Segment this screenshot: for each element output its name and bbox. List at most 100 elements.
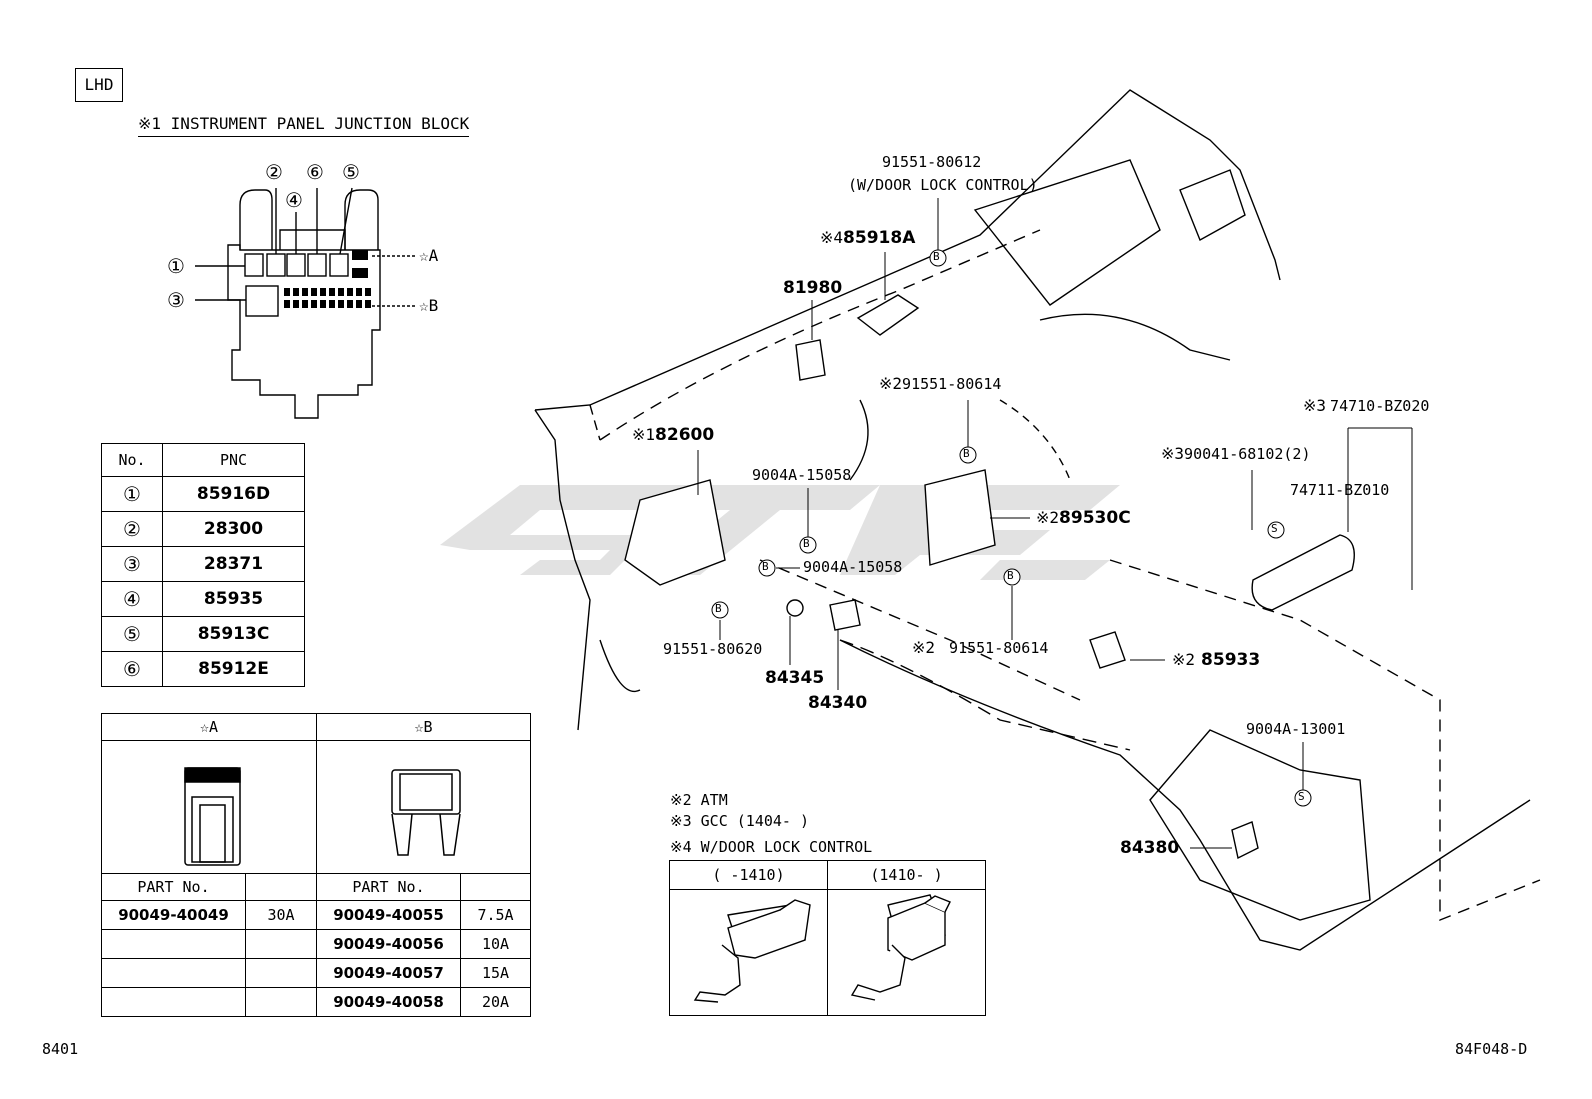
part-no-a: 90049-40049 <box>101 900 246 930</box>
part-number: 89530C <box>1059 508 1131 528</box>
note-mark: ※3 <box>1161 444 1185 463</box>
part-number: 85918A <box>843 228 916 248</box>
row-pnc: 85935 <box>162 581 305 617</box>
junction-block-title: ※1 INSTRUMENT PANEL JUNCTION BLOCK <box>138 114 470 137</box>
row-pnc: 28371 <box>162 546 305 582</box>
note-atm: ※2 ATM <box>670 791 728 809</box>
label-82600: ※182600 <box>632 425 714 445</box>
label-84345: 84345 <box>765 668 825 688</box>
label-9004a-15058-upper: 9004A-15058 <box>752 466 852 484</box>
amp-a <box>245 958 317 988</box>
row-no: ③ <box>101 546 163 582</box>
note-door-lock: ※4 W/DOOR LOCK CONTROL <box>670 838 873 856</box>
variant-image-row <box>669 889 986 1016</box>
lhd-badge: LHD <box>75 68 123 102</box>
label-85918a: ※485918A <box>820 228 915 248</box>
variant-left-header: ( -1410) <box>669 860 828 890</box>
fuse-a-image-cell <box>101 740 317 874</box>
label-85933: ※2 85933 <box>1172 650 1260 670</box>
label-84340: 84340 <box>808 693 868 713</box>
dashboard-drawing <box>534 89 1541 951</box>
note-mark: ※2 <box>1172 650 1196 669</box>
marker-b: B <box>803 537 810 550</box>
marker-b: B <box>762 560 769 573</box>
label-91551-80612: 91551-80612 <box>882 153 982 171</box>
callout-star-b: ☆B <box>419 296 439 315</box>
note-mark: ※2 <box>1036 508 1060 527</box>
label-89530c: ※289530C <box>1036 508 1131 528</box>
part-number: 85933 <box>1201 650 1261 670</box>
column-header-no: No. <box>101 443 163 477</box>
table-row: 90049-40057 15A <box>101 958 531 988</box>
amp-b: 7.5A <box>460 900 531 930</box>
fuse-image-row <box>101 740 531 874</box>
part-no-a <box>101 987 246 1017</box>
marker-circles <box>711 249 1312 807</box>
amp-a: 30A <box>245 900 317 930</box>
footer-page-code: 8401 <box>42 1040 79 1058</box>
variant-table: ( -1410) (1410- ) <box>669 860 986 1016</box>
fuse-header-row: ☆A ☆B <box>101 713 531 741</box>
marker-s: S <box>1271 522 1278 535</box>
column-header-pnc: PNC <box>162 443 305 477</box>
amp-b: 15A <box>460 958 531 988</box>
table-header-row: No. PNC <box>101 443 305 477</box>
note-mark: ※3 <box>1303 396 1327 415</box>
variant-left-image <box>669 889 828 1016</box>
amp-a <box>245 987 317 1017</box>
label-door-lock-control: (W/DOOR LOCK CONTROL) <box>848 176 1038 194</box>
label-91551-80614-upper: ※291551-80614 <box>879 374 1001 393</box>
fuse-a-header: ☆A <box>101 713 317 741</box>
callout-2: ② <box>265 160 283 184</box>
footer-figure-code: 84F048-D <box>1455 1040 1528 1058</box>
label-90041-68102: ※390041-68102(2) <box>1161 444 1310 463</box>
variant-right-header: (1410- ) <box>827 860 986 890</box>
amp-b: 20A <box>460 987 531 1017</box>
marker-s: S <box>1298 790 1305 803</box>
fuse-b-header: ☆B <box>316 713 531 741</box>
part-no-b: 90049-40055 <box>316 900 461 930</box>
note-mark: ※4 <box>820 228 844 247</box>
marker-b: B <box>933 250 940 263</box>
callout-star-a: ☆A <box>419 246 439 265</box>
part-no-b: 90049-40057 <box>316 958 461 988</box>
part-number: 82600 <box>655 425 715 445</box>
label-81980: 81980 <box>783 278 843 298</box>
part-no-b: 90049-40058 <box>316 987 461 1017</box>
junction-block-drawing <box>195 187 415 419</box>
fuse-table: ☆A ☆B PART No. PART No. 90049-40049 30A … <box>101 713 531 1017</box>
leader-lines <box>697 198 1413 849</box>
watermark-logo <box>440 485 1120 580</box>
row-no: ④ <box>101 581 163 617</box>
marker-b: B <box>963 447 970 460</box>
table-header-row: ( -1410) (1410- ) <box>669 860 986 890</box>
part-number: 91551-80614 <box>902 375 1002 393</box>
callout-1: ① <box>167 254 185 278</box>
part-number: 74710-BZ020 <box>1330 397 1430 415</box>
label-91551-80620: 91551-80620 <box>663 640 763 658</box>
marker-b: B <box>715 602 722 615</box>
note-mark: ※1 <box>632 425 656 444</box>
part-no-a <box>101 929 246 959</box>
row-pnc: 85912E <box>162 651 305 687</box>
label-9004a-13001: 9004A-13001 <box>1246 720 1346 738</box>
row-pnc: 28300 <box>162 511 305 547</box>
note-mark: ※2 <box>879 374 903 393</box>
fuse-part-header-row: PART No. PART No. <box>101 873 531 901</box>
variant-right-image <box>827 889 986 1016</box>
fuse-b-image-cell <box>316 740 531 874</box>
part-number: 90041-68102(2) <box>1184 445 1311 463</box>
table-row: 90049-40056 10A <box>101 929 531 959</box>
row-no: ⑤ <box>101 616 163 652</box>
row-no: ① <box>101 476 163 512</box>
part-number: 91551-80614 <box>949 639 1049 657</box>
row-no: ⑥ <box>101 651 163 687</box>
callout-6: ⑥ <box>306 160 324 184</box>
